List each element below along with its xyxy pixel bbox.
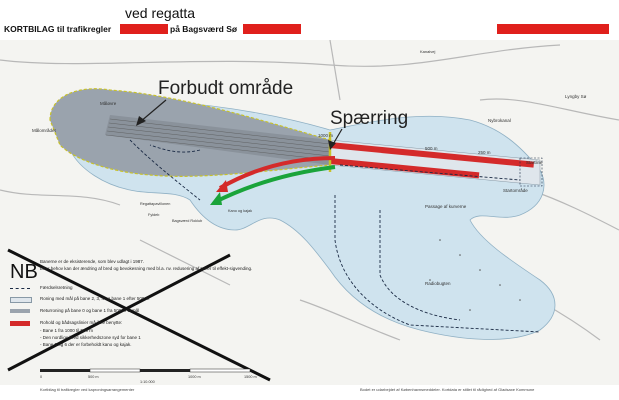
label-distance-500: 500 m	[425, 146, 438, 151]
scale-label: 1000 m	[188, 375, 201, 379]
red-route-arrow	[219, 156, 336, 190]
buoy-markers	[429, 239, 521, 311]
label-passage: Passage af kurverne	[425, 204, 467, 209]
annotation-forbidden-area: Forbudt område	[158, 78, 293, 99]
green-route-arrow	[214, 165, 336, 204]
annotation-nb: NB	[10, 261, 38, 283]
lane-strip	[105, 115, 330, 165]
label-distance-1000: 1000 m	[318, 133, 333, 138]
label-kanalvej: Kanalvej	[420, 49, 435, 54]
annotation-barrier: Spærring	[330, 108, 408, 129]
legend-sub-2: - Den nordlige bred sikkerhedszone syd f…	[40, 335, 141, 340]
label-fyldeb: Fyldeb	[148, 213, 159, 217]
credits-right: Bodet er udarbejdet af Københavnsmeddele…	[360, 387, 535, 392]
traffic-direction-lines	[129, 139, 541, 333]
roads	[0, 40, 619, 341]
legend-line-1: Banerne er de eksisterende, som blev udl…	[40, 259, 145, 264]
label-startomrade: Startområde	[503, 187, 528, 193]
cross-out-line	[7, 253, 231, 372]
redaction-bar	[243, 24, 301, 34]
header: ved regatta KORTBILAG til trafikregler p…	[0, 0, 619, 40]
legend-swatch-light	[10, 297, 32, 303]
scale-bar	[40, 368, 251, 373]
label-malling: Måløvre	[100, 100, 117, 106]
redaction-bar	[120, 24, 168, 34]
legend-swatch-red	[10, 321, 30, 326]
legend-item-rohold: Rohold og bådsagslinier må ikke benytte:	[40, 320, 123, 325]
label-regattapavillon: Regattapavillonen	[140, 202, 170, 206]
label-startline: Startline	[526, 160, 543, 165]
lake-map: Måløvre Målområdet Nybrokanal Lyngby Sø …	[0, 40, 619, 385]
forbidden-pointer	[139, 99, 167, 123]
label-nybrokanal: Nybrokanal	[488, 118, 511, 123]
scale-ratio: 1:10.000	[140, 380, 155, 384]
barrier-pointer-head	[328, 140, 336, 150]
legend-swatch-dashed	[10, 288, 30, 289]
credits-left: Kortbilag til trafikregler ved kaproning…	[40, 387, 135, 392]
red-lane-top	[329, 142, 535, 168]
label-radiobugten: Radiobugten	[425, 281, 451, 286]
legend-item-roening: Færdselsretning	[40, 285, 73, 290]
label-lyngby-so: Lyngby Sø	[565, 94, 587, 99]
legend-sub-3: - Bane 0 og 6 der er forbeholdt kano og …	[40, 342, 132, 347]
redaction-bar	[497, 24, 609, 34]
legend-item-retur: Returroning på bane 0 og bane 1 fra 500 …	[40, 308, 140, 313]
legend-item-roning-bane: Roning med mål på bane 2, 3, 4 og bane 1…	[40, 296, 150, 301]
legend-line-2: Efter behov kan der ændring af bred og b…	[40, 266, 253, 271]
green-arrow-head	[210, 192, 222, 205]
lane-lines	[105, 118, 331, 161]
start-area-box	[519, 157, 543, 187]
cross-out-line	[7, 248, 271, 382]
label-distance-250: 250 m	[478, 150, 491, 155]
forbidden-pointer-head	[136, 116, 146, 126]
header-title-part1: KORTBILAG til trafikregler	[4, 24, 112, 34]
red-arrow-head	[216, 180, 228, 192]
label-malomradet: Målområdet	[32, 127, 57, 133]
header-title-part2: på Bagsværd Sø	[170, 24, 238, 34]
label-kano-kajak: Kano og kajak	[228, 209, 252, 213]
header-subtitle: ved regatta	[125, 5, 196, 21]
label-bagsvaerd-ro: Bagsværd Roklub	[172, 219, 202, 223]
scale-label: 1500 m	[244, 375, 257, 379]
scale-label: 0	[40, 375, 42, 379]
legend-sub-1: - Bane 1 fra 1000 til 500 m	[40, 328, 94, 333]
legend-swatch-gray	[10, 309, 30, 313]
scale-label: 500 m	[88, 375, 99, 379]
